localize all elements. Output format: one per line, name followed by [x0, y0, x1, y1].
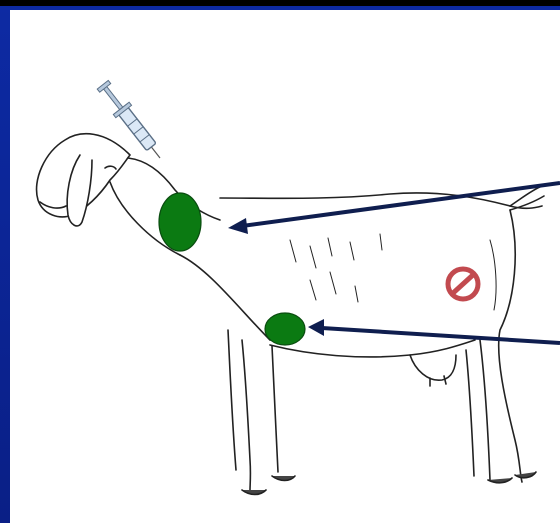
- no-entry-icon: [448, 269, 478, 299]
- goat-injection-diagram: [10, 10, 560, 523]
- arrow-neck: [228, 183, 560, 234]
- arrow-elbow: [308, 319, 560, 343]
- illustration-panel: [10, 10, 560, 523]
- neck-injection-site: [159, 193, 201, 251]
- elbow-injection-site: [265, 313, 305, 345]
